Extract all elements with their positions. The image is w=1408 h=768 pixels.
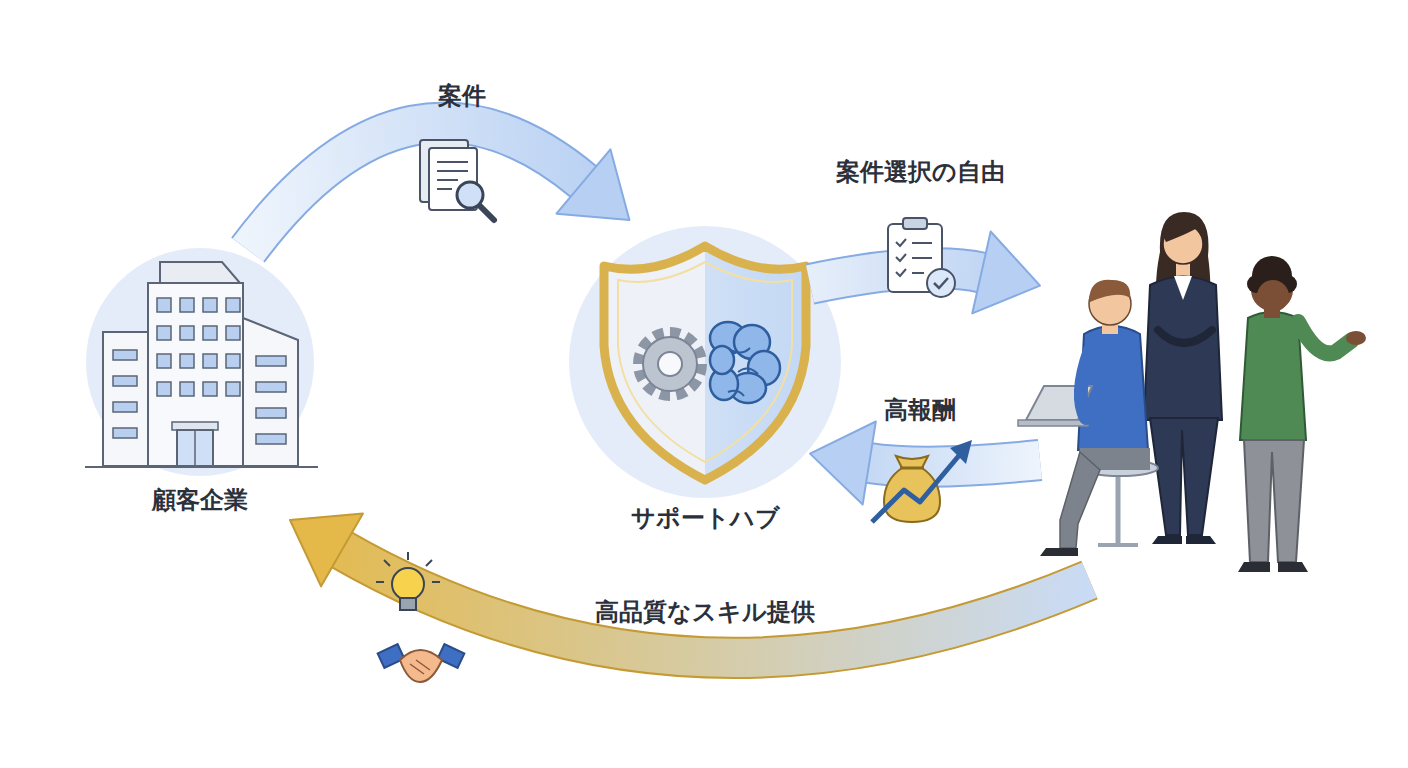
hub-illustration (569, 226, 841, 498)
edge-label: 高報酬 (884, 396, 956, 424)
company-node: 顧客企業 (80, 250, 320, 520)
money-growth-icon (872, 440, 972, 522)
arrow-head (290, 514, 363, 587)
clipboard-check-icon (888, 218, 955, 297)
arrow-head (556, 149, 629, 220)
edge-label: 案件 (438, 82, 486, 110)
flow-arrow (248, 123, 629, 250)
document-search-icon (420, 140, 494, 220)
arrow-band (340, 549, 1089, 658)
people-node (1040, 260, 1370, 580)
edge-label: 高品質なスキル提供 (595, 598, 815, 626)
arrow-outline (340, 549, 1089, 658)
arrow-head (810, 421, 876, 504)
people-illustration (1018, 212, 1366, 572)
arrow-band (248, 123, 585, 250)
node-label: サポートハブ (600, 504, 810, 532)
lightbulb-icon (376, 552, 440, 610)
arrow-head (972, 231, 1040, 313)
handshake-icon (378, 644, 465, 682)
edge-label: 案件選択の自由 (836, 158, 1005, 186)
hub-node: サポートハブ (600, 220, 810, 540)
flow-arrow (290, 514, 1090, 658)
arrow-outline (248, 123, 585, 250)
building-illustration (85, 248, 318, 476)
node-label: 顧客企業 (80, 486, 320, 514)
